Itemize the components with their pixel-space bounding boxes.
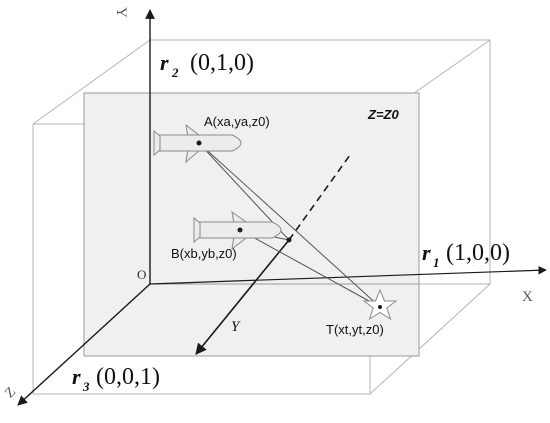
box-edge-tl [32, 39, 151, 125]
line-b-t [239, 229, 381, 308]
plane-label: Z=Z0 [367, 107, 399, 122]
y-axis-label: Y [113, 7, 129, 18]
z-axis [17, 283, 151, 406]
vector-r3-label: r 3 (0,0,1) [72, 364, 160, 394]
vector-r1-label: r 1 (1,0,0) [422, 240, 510, 270]
x-axis [149, 266, 547, 285]
line-a-t [198, 142, 381, 308]
svg-text:r: r [72, 364, 81, 389]
svg-text:r: r [422, 240, 431, 265]
box-edge-br [369, 283, 491, 395]
svg-text:(0,0,1): (0,0,1) [96, 364, 160, 390]
gamma-line-dashed [288, 154, 351, 241]
point-t-label: T(xt,yt,z0) [326, 322, 384, 337]
gamma-line [195, 239, 290, 355]
svg-text:(1,0,0): (1,0,0) [446, 240, 510, 266]
origin-label: O [137, 267, 146, 282]
point-a-dot [196, 140, 202, 146]
vector-r2-label: r 2 (0,1,0) [160, 50, 254, 80]
svg-text:(0,1,0): (0,1,0) [190, 50, 254, 76]
x-axis-label: X [522, 289, 533, 305]
gamma-label: Υ [231, 319, 241, 335]
point-b-label: B(xb,yb,z0) [171, 246, 237, 261]
svg-text:3: 3 [82, 379, 90, 394]
target-star-icon [362, 288, 398, 321]
svg-text:2: 2 [171, 65, 179, 80]
svg-text:r: r [160, 50, 169, 75]
missile-b-icon [193, 210, 282, 251]
point-a-label: A(xa,ya,z0) [204, 114, 270, 129]
gamma-intersection-dot [286, 237, 292, 243]
point-b-dot [237, 227, 243, 233]
point-t-dot [378, 305, 382, 309]
svg-text:1: 1 [433, 255, 440, 270]
z-axis-label: Z [3, 385, 20, 402]
